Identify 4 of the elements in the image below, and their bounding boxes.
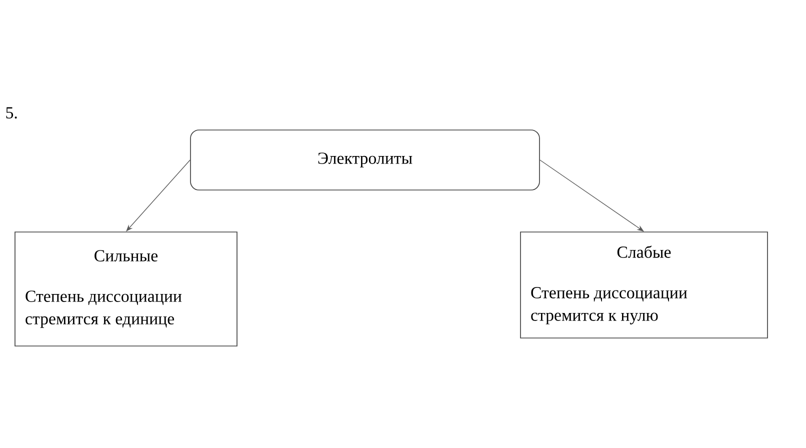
task-number: 5. — [6, 107, 17, 119]
text-box: Слабые Степень диссоциации стремится к нулю — [520, 232, 768, 338]
rounded-box: Электролиты — [190, 130, 540, 190]
text-box: Сильные Степень диссоциации стремится к единице — [14, 232, 238, 346]
